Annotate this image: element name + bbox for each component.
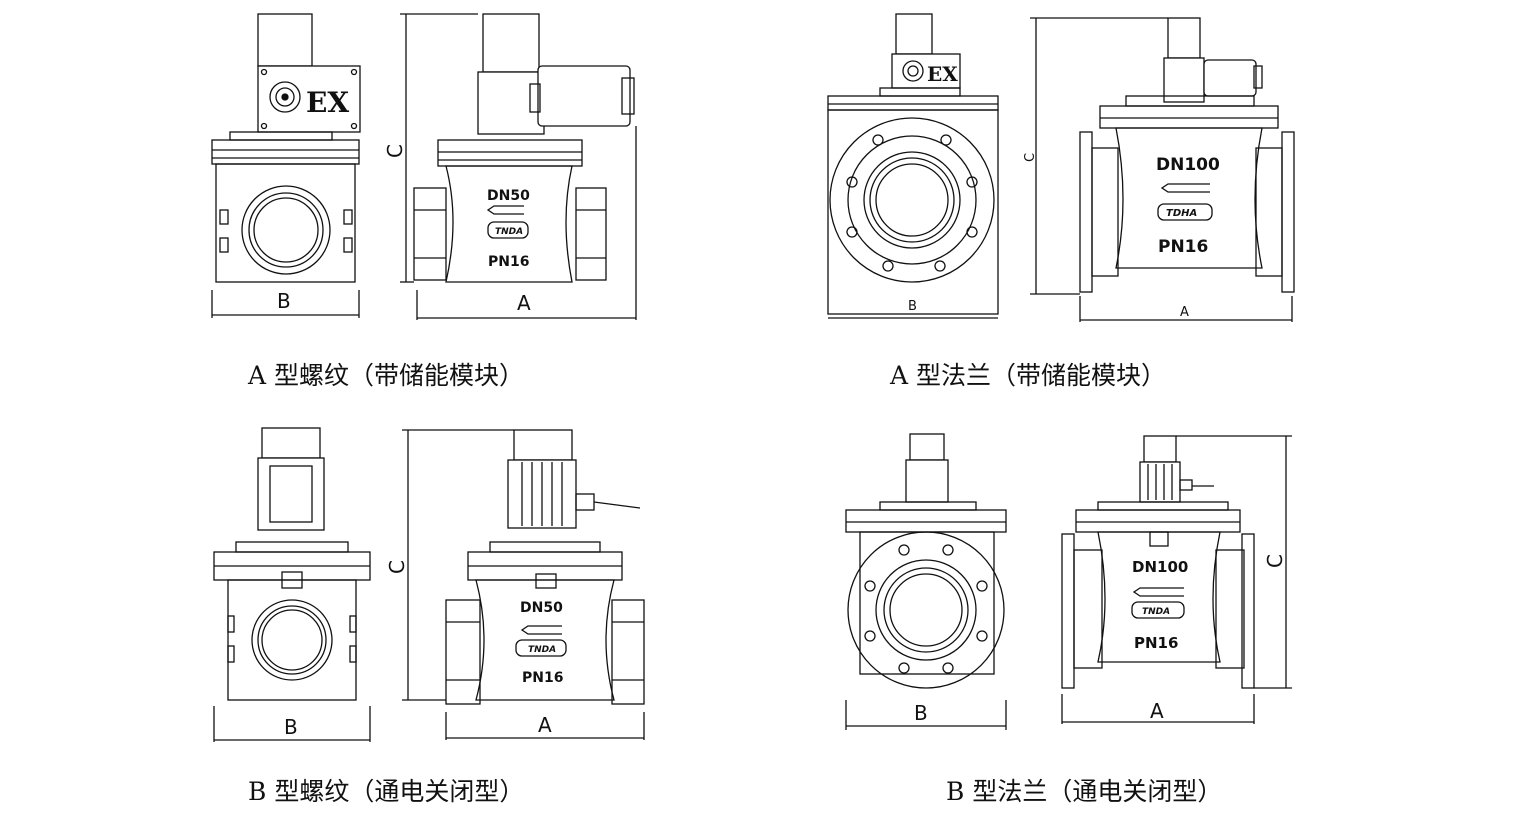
flow-arrow-icon bbox=[1132, 587, 1184, 597]
fig4-dim-c: C bbox=[1263, 554, 1287, 568]
brand-badge bbox=[487, 221, 529, 239]
explosion-proof-emblem bbox=[269, 81, 301, 113]
fig1-dim-c: C bbox=[383, 144, 407, 158]
fig1-caption: A 型螺纹（带储能模块） bbox=[248, 361, 525, 390]
fig2-size-label: DN100 bbox=[1156, 155, 1220, 175]
fig3-dim-c: C bbox=[385, 560, 409, 574]
fig4-caption: B 型法兰（通电关闭型） bbox=[946, 777, 1223, 806]
fig3-caption: B 型螺纹（通电关闭型） bbox=[248, 777, 525, 806]
fig3-dim-b: B bbox=[284, 715, 298, 739]
fig3-dim-a: A bbox=[538, 713, 552, 737]
fig1-dim-a: A bbox=[517, 291, 531, 315]
fig2-ex-mark: EX bbox=[927, 62, 958, 86]
fig4-dim-b: B bbox=[914, 701, 928, 725]
fig1-front-view bbox=[400, 13, 637, 320]
flow-arrow-icon bbox=[520, 625, 562, 635]
fig2-side-view bbox=[827, 13, 999, 319]
fig2-pressure-label: PN16 bbox=[1158, 237, 1208, 257]
fig2-dim-b: B bbox=[908, 299, 917, 314]
brand-badge bbox=[1157, 203, 1213, 221]
brand-badge bbox=[1131, 601, 1185, 619]
flow-arrow-icon bbox=[1160, 183, 1210, 193]
fig2-dim-c: C bbox=[1023, 153, 1038, 162]
fig1-pressure-label: PN16 bbox=[488, 254, 529, 270]
cable-line bbox=[593, 501, 641, 509]
fig2-brand-label: TDHA bbox=[1166, 208, 1197, 219]
flow-arrow-icon bbox=[486, 205, 524, 215]
fig2-front-view bbox=[1030, 17, 1295, 322]
fig3-pressure-label: PN16 bbox=[522, 670, 563, 686]
fig4-dim-a: A bbox=[1150, 699, 1164, 723]
fig4-front-view bbox=[1061, 435, 1292, 724]
fig4-pressure-label: PN16 bbox=[1134, 634, 1178, 652]
fig4-brand-label: TNDA bbox=[1142, 607, 1170, 617]
fig3-front-view bbox=[402, 429, 645, 740]
fig1-dim-b: B bbox=[277, 289, 291, 313]
fig1-side-view bbox=[211, 13, 361, 318]
fig1-brand-label: TNDA bbox=[495, 227, 523, 237]
brand-badge bbox=[515, 639, 567, 657]
fig4-side-view bbox=[845, 433, 1007, 730]
fig3-side-view bbox=[213, 427, 371, 742]
fig3-brand-label: TNDA bbox=[528, 645, 556, 655]
fig1-size-label: DN50 bbox=[487, 188, 530, 204]
fig4-size-label: DN100 bbox=[1132, 558, 1188, 576]
fig2-caption: A 型法兰（带储能模块） bbox=[890, 361, 1167, 390]
fig1-ex-mark: EX bbox=[306, 86, 349, 119]
fig2-dim-a: A bbox=[1180, 305, 1189, 320]
fig3-size-label: DN50 bbox=[520, 600, 563, 616]
